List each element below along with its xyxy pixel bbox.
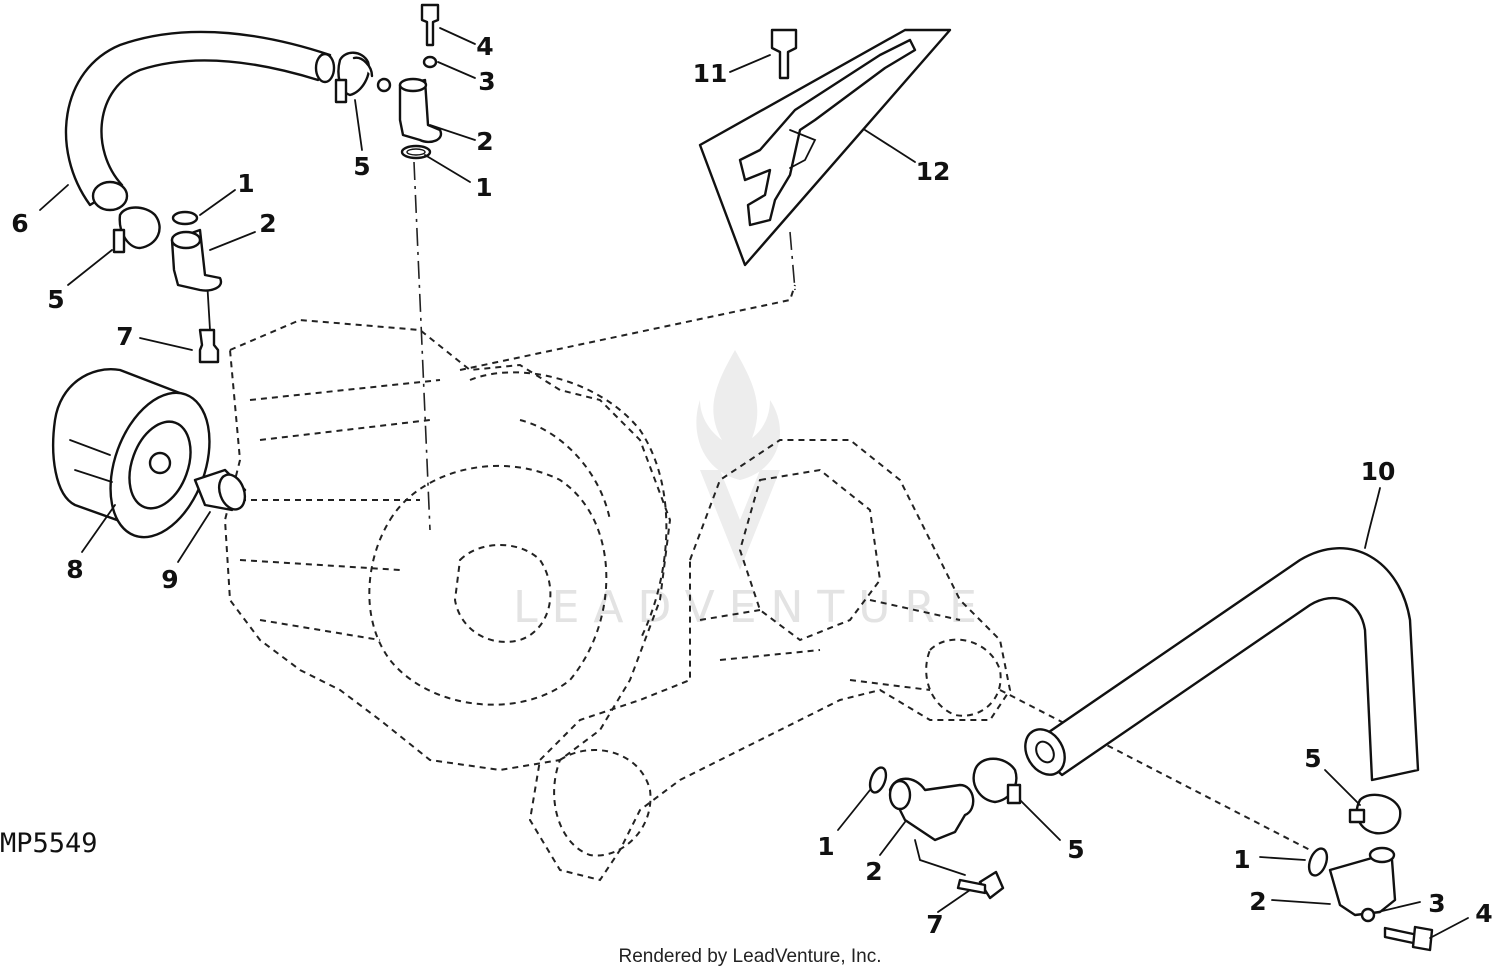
watermark-v-icon (700, 470, 780, 570)
callout-9: 9 (161, 565, 178, 594)
callout-2-lower-mid: 2 (865, 857, 882, 886)
fitting-lower-right (1328, 853, 1397, 917)
watermark-text: LEADVENTURE (513, 582, 991, 633)
callout-4-top: 4 (476, 32, 493, 61)
callout-4-lower-right: 4 (1475, 899, 1492, 928)
lower-right-group (1307, 793, 1434, 952)
callout-2-lower-right: 2 (1249, 887, 1266, 916)
hose-lower (1024, 547, 1420, 782)
hose-clamp-left (118, 206, 161, 250)
o-ring-lower-right (1307, 847, 1329, 877)
callout-3-top: 3 (478, 67, 495, 96)
mounting-bracket (698, 28, 952, 267)
leader-lines (39, 27, 1469, 939)
callout-11: 11 (693, 59, 728, 88)
bolt-top (420, 3, 440, 47)
assembly-centerlines (206, 161, 966, 876)
drain-plug (193, 468, 247, 512)
oil-filter (52, 368, 211, 539)
callout-1-lower-right: 1 (1233, 845, 1250, 874)
callout-5-top: 5 (353, 152, 370, 181)
o-ring-left (171, 210, 199, 226)
callout-3-lower-right: 3 (1428, 889, 1445, 918)
o-ring-lower-mid (868, 766, 888, 794)
bolt-left (198, 328, 220, 364)
hose-upper (64, 30, 336, 212)
left-fitting-group (112, 206, 223, 364)
upper-fitting-group (334, 3, 443, 160)
lower-middle-group (868, 757, 1022, 900)
washer-top (422, 55, 438, 69)
callout-10: 10 (1361, 457, 1396, 486)
watermark: LEADVENTURE (513, 350, 991, 633)
bolt-lower-mid (978, 870, 1005, 900)
callout-2-left: 2 (259, 209, 276, 238)
transaxle-housing-phantom (223, 284, 1311, 882)
callout-1-lower-mid: 1 (817, 832, 834, 861)
callout-6: 6 (11, 209, 28, 238)
callout-7-lower-mid: 7 (926, 910, 943, 939)
watermark-flame-icon (696, 350, 780, 480)
callout-7-left: 7 (116, 322, 133, 351)
callout-12: 12 (916, 157, 951, 186)
callout-1-top: 1 (475, 173, 492, 202)
callout-1-left: 1 (237, 169, 254, 198)
callout-5-lower-right: 5 (1304, 744, 1321, 773)
bracket-bolt (770, 28, 798, 80)
footer-credit: Rendered by LeadVenture, Inc. (618, 946, 881, 967)
drawing-id: MP5549 (0, 828, 98, 859)
callout-5-lower-mid: 5 (1067, 835, 1084, 864)
washer-lower-right (1360, 907, 1376, 923)
callout-5-left: 5 (47, 285, 64, 314)
fitting-top (398, 78, 443, 144)
callout-2-top: 2 (476, 127, 493, 156)
callout-8: 8 (66, 555, 83, 584)
callout-labels: 4 3 2 1 5 6 1 2 5 7 8 9 11 12 10 5 1 2 3… (11, 32, 1492, 939)
